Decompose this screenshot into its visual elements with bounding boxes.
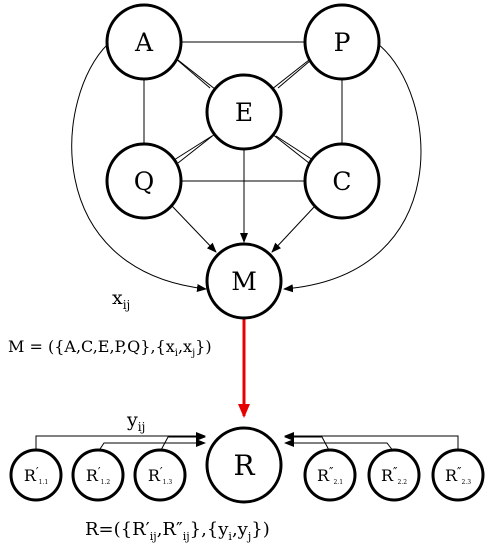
r22-base: R — [381, 466, 394, 485]
svg-text:R″2.3: R″2.3 — [445, 465, 471, 486]
svg-text:R′1.3: R′1.3 — [148, 465, 173, 486]
edge-r13-r — [159, 433, 206, 453]
y-sub: ij — [138, 420, 146, 434]
r12-prime: ′ — [98, 465, 101, 479]
r23-prime: ″ — [457, 465, 462, 479]
r-formula-j: j — [246, 530, 251, 543]
node-m-label: M — [231, 267, 257, 296]
node-e: E — [205, 73, 283, 151]
r11-sub: 1.1 — [39, 479, 49, 486]
node-a: A — [105, 3, 183, 81]
node-r12: R′1.2 — [71, 448, 125, 502]
svg-text:R′1.2: R′1.2 — [86, 465, 111, 486]
r-formula-mid2: },{y — [190, 519, 230, 540]
r-formula: R=({R′ij,R″ij},{yi,yj}) — [85, 519, 270, 543]
node-p: P — [303, 3, 381, 81]
x-base: x — [112, 287, 123, 309]
node-c: C — [303, 142, 381, 220]
r23-sub: 2.3 — [461, 479, 471, 486]
edge-r11-r — [35, 432, 206, 452]
m-formula-i: i — [175, 348, 178, 359]
r-formula-prefix: R=({R′ — [85, 519, 150, 540]
r21-base: R — [317, 466, 330, 485]
x-sub: ij — [123, 298, 131, 312]
node-e-label: E — [235, 98, 253, 127]
m-formula: M = ({A,C,E,P,Q},{xi,xj}) — [8, 337, 212, 359]
r13-prime: ′ — [160, 465, 163, 479]
node-r: R — [205, 426, 283, 504]
edge-a-m-curve — [71, 43, 207, 292]
node-m: M — [205, 242, 283, 320]
r13-sub: 1.3 — [163, 479, 173, 486]
r11-base: R — [24, 466, 37, 485]
r22-sub: 2.2 — [397, 479, 407, 486]
node-r21: R″2.1 — [303, 448, 357, 502]
x-ij-label: xij — [112, 287, 130, 312]
node-r11: R′1.1 — [9, 448, 63, 502]
r12-base: R — [86, 466, 99, 485]
edge-r23-r — [284, 432, 459, 452]
svg-text:R′1.1: R′1.1 — [24, 465, 48, 486]
edges-to-m — [71, 43, 422, 293]
r23-base: R — [445, 466, 458, 485]
edge-r21-r — [284, 433, 331, 453]
r21-prime: ″ — [329, 465, 334, 479]
r-formula-suffix: }) — [251, 519, 269, 540]
node-c-label: C — [332, 167, 351, 196]
node-p-label: P — [334, 28, 351, 57]
node-a-label: A — [134, 28, 154, 57]
m-formula-prefix: M = ({A,C,E,P,Q},{x — [8, 337, 175, 356]
r11-prime: ′ — [36, 465, 39, 479]
node-r13: R′1.3 — [133, 448, 187, 502]
edge-a-e — [174, 57, 211, 89]
edge-c-m — [271, 205, 316, 253]
m-formula-mid: ,x — [178, 337, 192, 356]
r-formula-sub1: ij — [150, 530, 157, 543]
r12-sub: 1.2 — [101, 479, 111, 486]
r21-sub: 2.1 — [333, 479, 343, 486]
edge-p-m-curve — [283, 43, 422, 293]
r-formula-mid: ,R″ — [157, 519, 183, 540]
r-formula-i: i — [228, 530, 232, 543]
edge-q-m — [171, 205, 217, 253]
edge-q-e — [173, 135, 213, 161]
edge-p-e — [277, 59, 312, 89]
node-q-label: Q — [134, 167, 155, 196]
node-q: Q — [105, 142, 183, 220]
r-formula-sub2: ij — [183, 530, 190, 543]
y-base: y — [126, 409, 138, 431]
r13-base: R — [148, 466, 161, 485]
svg-text:R″2.2: R″2.2 — [381, 465, 407, 486]
edge-c-e — [275, 135, 314, 161]
node-r22: R″2.2 — [367, 448, 421, 502]
node-r23: R″2.3 — [431, 448, 485, 502]
node-r-label: R — [233, 449, 255, 482]
y-ij-label: yij — [126, 409, 145, 434]
m-formula-j: j — [191, 348, 195, 359]
r22-prime: ″ — [393, 465, 398, 479]
svg-text:R″2.1: R″2.1 — [317, 465, 343, 486]
m-formula-suffix: }) — [195, 337, 211, 356]
r-formula-mid3: ,y — [232, 519, 249, 540]
